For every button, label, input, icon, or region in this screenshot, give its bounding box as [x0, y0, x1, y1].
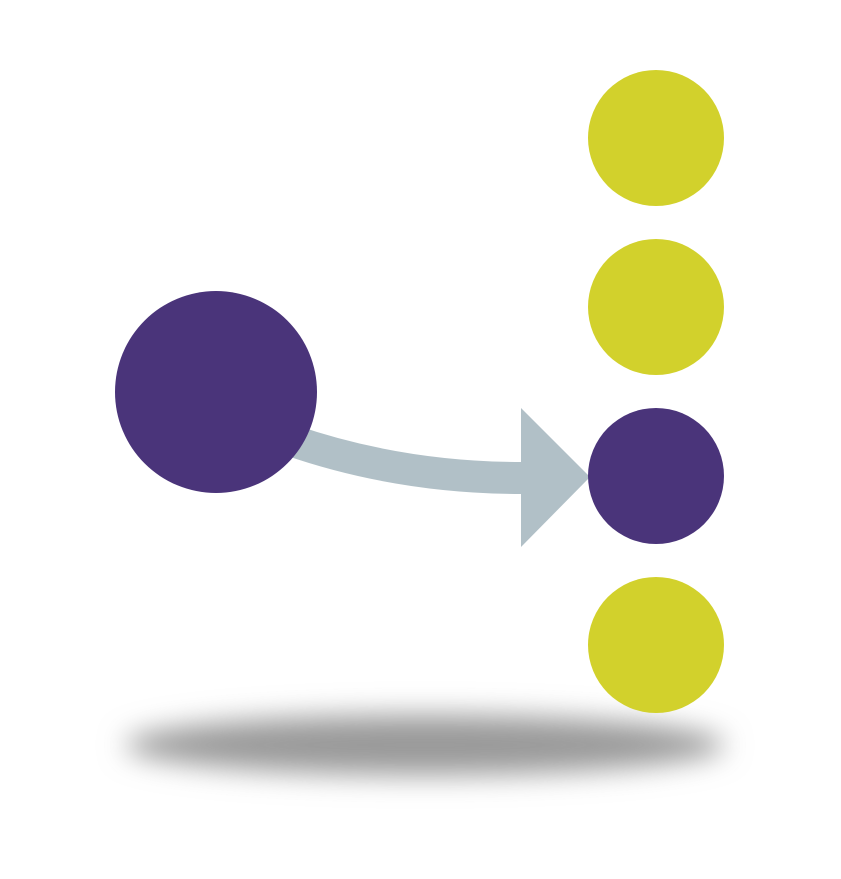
source-node	[115, 291, 317, 493]
option-node-2	[588, 239, 724, 375]
option-node-3	[588, 408, 724, 544]
arrow-shaft	[284, 424, 523, 494]
option-node-1	[588, 70, 724, 206]
ground-shadow	[125, 715, 725, 775]
option-column	[588, 70, 724, 713]
option-node-4	[588, 577, 724, 713]
arrow-icon	[521, 408, 590, 547]
